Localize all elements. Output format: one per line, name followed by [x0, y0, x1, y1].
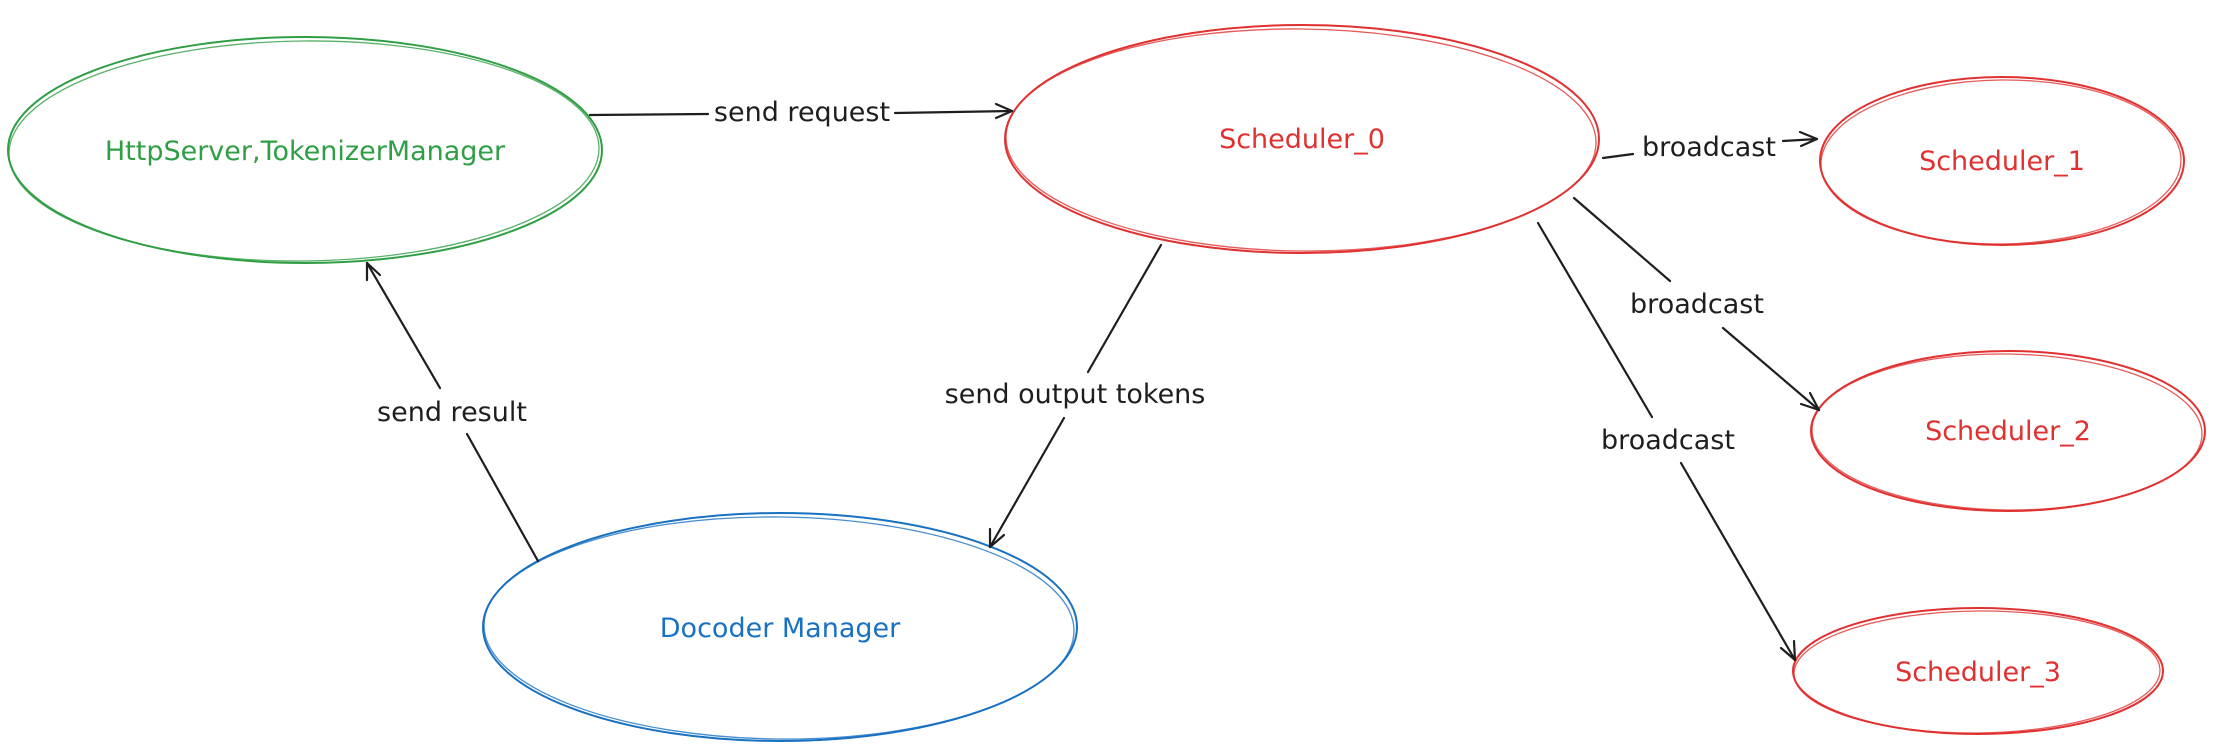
broadcast-1-label: broadcast [1642, 132, 1776, 163]
broadcast-2-line-a [1572, 196, 1672, 283]
node-decoder-manager[interactable]: Docoder Manager [482, 512, 1078, 742]
broadcast-3-label: broadcast [1601, 425, 1735, 456]
send-result-label: send result [377, 397, 527, 428]
edge-broadcast-2: broadcast [1572, 196, 1821, 412]
send-result-line-a [465, 432, 540, 563]
scheduler-3-ellipse-sketch [1793, 610, 2161, 734]
scheduler-1-ellipse-sketch [1820, 79, 2182, 245]
send-request-arrowhead [994, 102, 1014, 120]
http-server-label: HttpServer,TokenizerManager [105, 136, 506, 167]
broadcast-1-line-a [1601, 152, 1635, 160]
broadcast-2-label: broadcast [1630, 289, 1764, 320]
send-output-tokens-label: send output tokens [945, 379, 1206, 410]
node-scheduler-2[interactable]: Scheduler_2 [1810, 350, 2206, 512]
scheduler-3-ellipse [1792, 607, 2164, 735]
send-result-arrowhead [365, 261, 382, 282]
scheduler-2-ellipse [1810, 350, 2206, 512]
broadcast-3-line-a [1536, 221, 1654, 419]
scheduler-2-label: Scheduler_2 [1925, 416, 2091, 447]
send-output-tokens-line-b [988, 416, 1066, 549]
scheduler-0-ellipse [1004, 24, 1600, 254]
edge-send-output-tokens: send output tokens [945, 243, 1206, 549]
scheduler-0-label: Scheduler_0 [1219, 124, 1385, 155]
edge-send-request: send request [588, 97, 1014, 128]
send-request-label: send request [714, 97, 890, 128]
decoder-manager-ellipse [482, 512, 1078, 742]
node-scheduler-0[interactable]: Scheduler_0 [1004, 24, 1600, 254]
edge-send-result: send result [365, 261, 540, 563]
edge-broadcast-3: broadcast [1536, 221, 1797, 662]
scheduler-2-ellipse-sketch [1811, 353, 2203, 511]
http-server-ellipse-sketch [8, 40, 600, 262]
send-result-line-b [365, 261, 442, 390]
send-output-tokens-arrowhead [988, 527, 1006, 549]
broadcast-2-arrowhead [1799, 391, 1821, 412]
send-request-line-a [588, 112, 710, 117]
scheduler-3-label: Scheduler_3 [1895, 657, 2061, 688]
http-server-ellipse [7, 36, 603, 264]
node-scheduler-3[interactable]: Scheduler_3 [1792, 607, 2164, 735]
scheduler-1-label: Scheduler_1 [1919, 146, 2085, 177]
broadcast-3-arrowhead [1779, 639, 1797, 662]
decoder-manager-ellipse-sketch [483, 516, 1075, 740]
send-output-tokens-line-a [1086, 243, 1163, 374]
broadcast-1-line-b [1781, 137, 1819, 143]
node-http-server[interactable]: HttpServer,TokenizerManager [7, 36, 603, 264]
edge-broadcast-1: broadcast [1601, 130, 1819, 163]
decoder-manager-label: Docoder Manager [660, 613, 901, 644]
scheduler-1-ellipse [1819, 76, 2185, 246]
broadcast-2-line-b [1721, 326, 1821, 412]
node-scheduler-1[interactable]: Scheduler_1 [1819, 76, 2185, 247]
broadcast-1-arrowhead [1798, 130, 1819, 148]
scheduler-0-ellipse-sketch [1005, 28, 1597, 252]
send-request-line-b [893, 109, 1014, 115]
broadcast-3-line-b [1679, 461, 1797, 662]
